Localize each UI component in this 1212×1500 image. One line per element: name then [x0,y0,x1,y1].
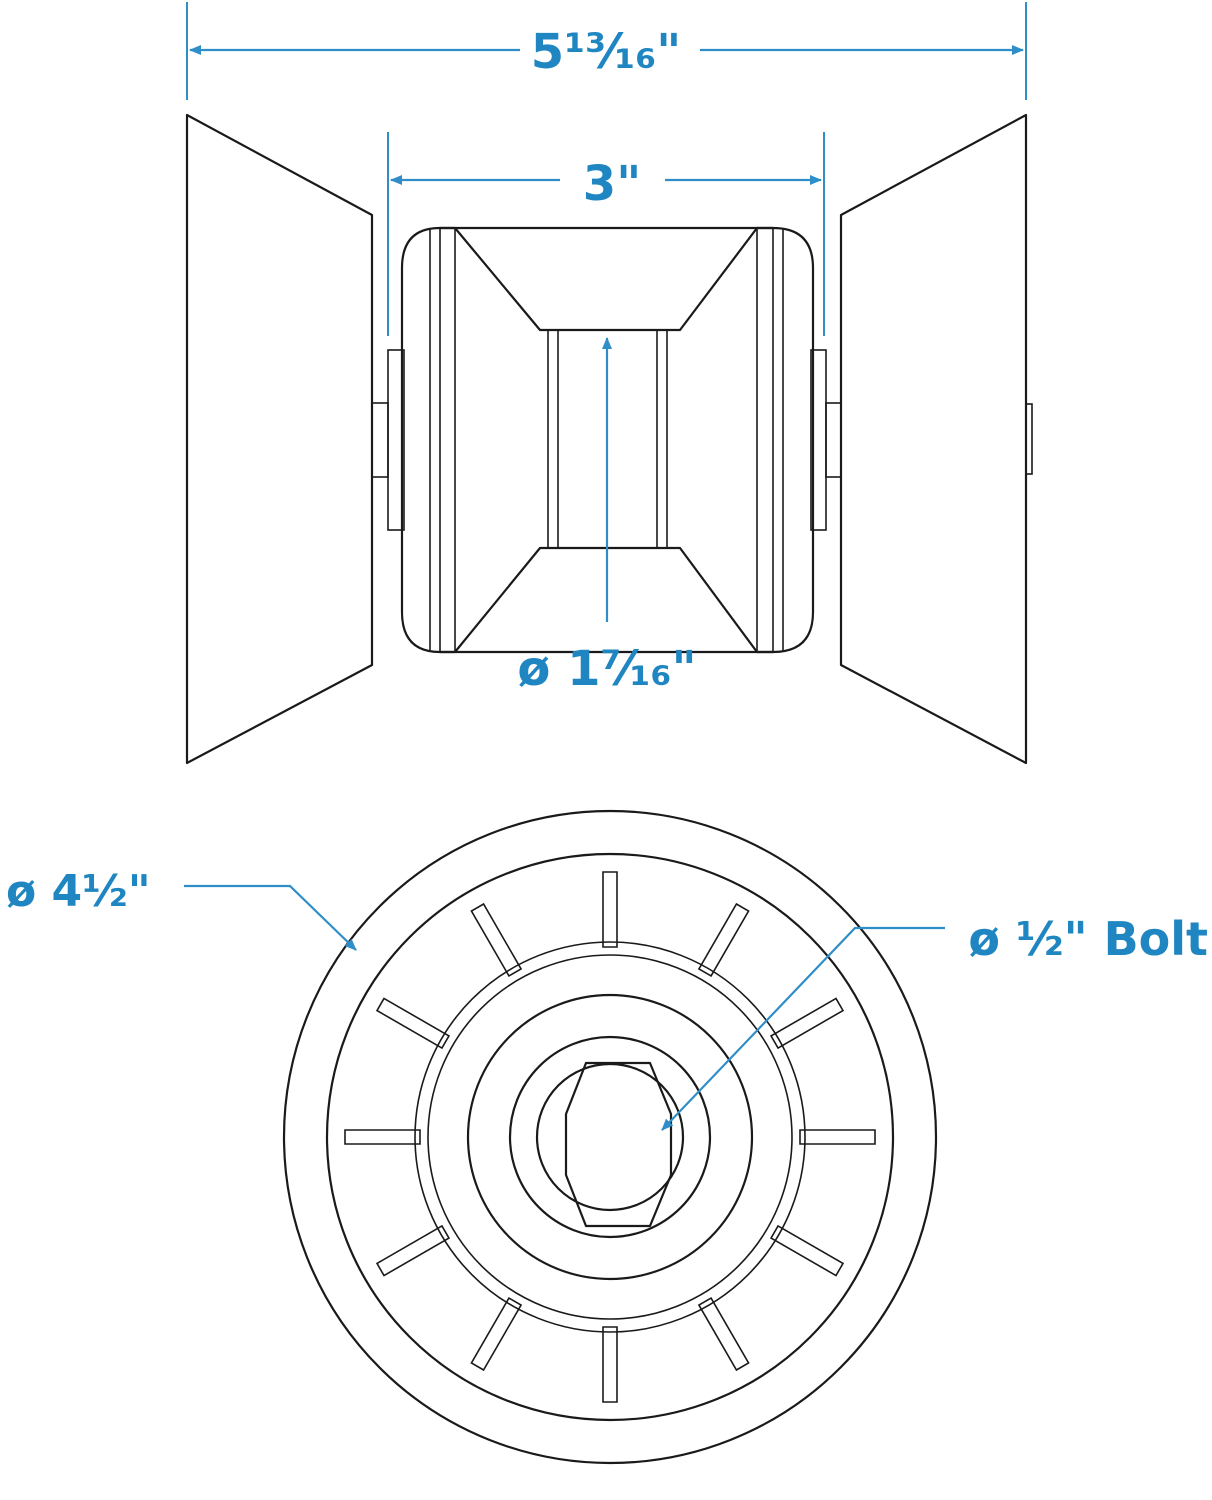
radial-rib [470,1296,523,1372]
hub-bore [535,1062,685,1212]
rib-ring [414,941,806,1333]
outer-diameter-label: ø 4½" [6,866,151,917]
radial-rib [470,902,523,978]
radial-rib [375,1224,451,1277]
v-groove [438,226,775,654]
radial-rib [375,997,451,1050]
center-diameter-label: ø 1⁷⁄₁₆" [517,641,696,697]
radial-rib [697,902,750,978]
roller-rim-lines [429,228,784,652]
radial-ribs [344,871,876,1403]
radial-rib [602,1326,618,1403]
rib-ring-inner [427,954,793,1320]
inner-width-label: 3" [583,156,641,212]
left-hub [371,349,405,531]
left-flange [185,113,374,765]
radial-rib [697,1296,750,1372]
side-view: 5¹³⁄₁₆" 3" ø 1⁷⁄₁₆" [185,2,1033,765]
rim-inner-edge [325,852,895,1422]
right-hub [810,349,1033,531]
outer-rim [282,809,938,1465]
hex-bolt-head [564,1061,673,1228]
overall-width-label: 5¹³⁄₁₆" [531,24,682,80]
end-view: ø 4½" ø ½" Bolt [6,809,1208,1465]
right-flange [839,113,1028,765]
inner-width-dimension: 3" [387,132,825,336]
radial-rib [799,1129,876,1145]
radial-rib [602,871,618,948]
outer-diameter-callout: ø 4½" [6,866,357,951]
center-diameter-dimension: ø 1⁷⁄₁₆" [517,337,697,697]
bolt-label: ø ½" Bolt [968,912,1208,966]
bolt-callout: ø ½" Bolt [661,912,1208,1131]
overall-width-dimension: 5¹³⁄₁₆" [186,2,1027,100]
center-cylinder [547,330,668,548]
radial-rib [769,1224,845,1277]
radial-rib [769,997,845,1050]
hub-outer [466,993,754,1281]
radial-rib [344,1129,421,1145]
hub-middle [508,1035,712,1239]
